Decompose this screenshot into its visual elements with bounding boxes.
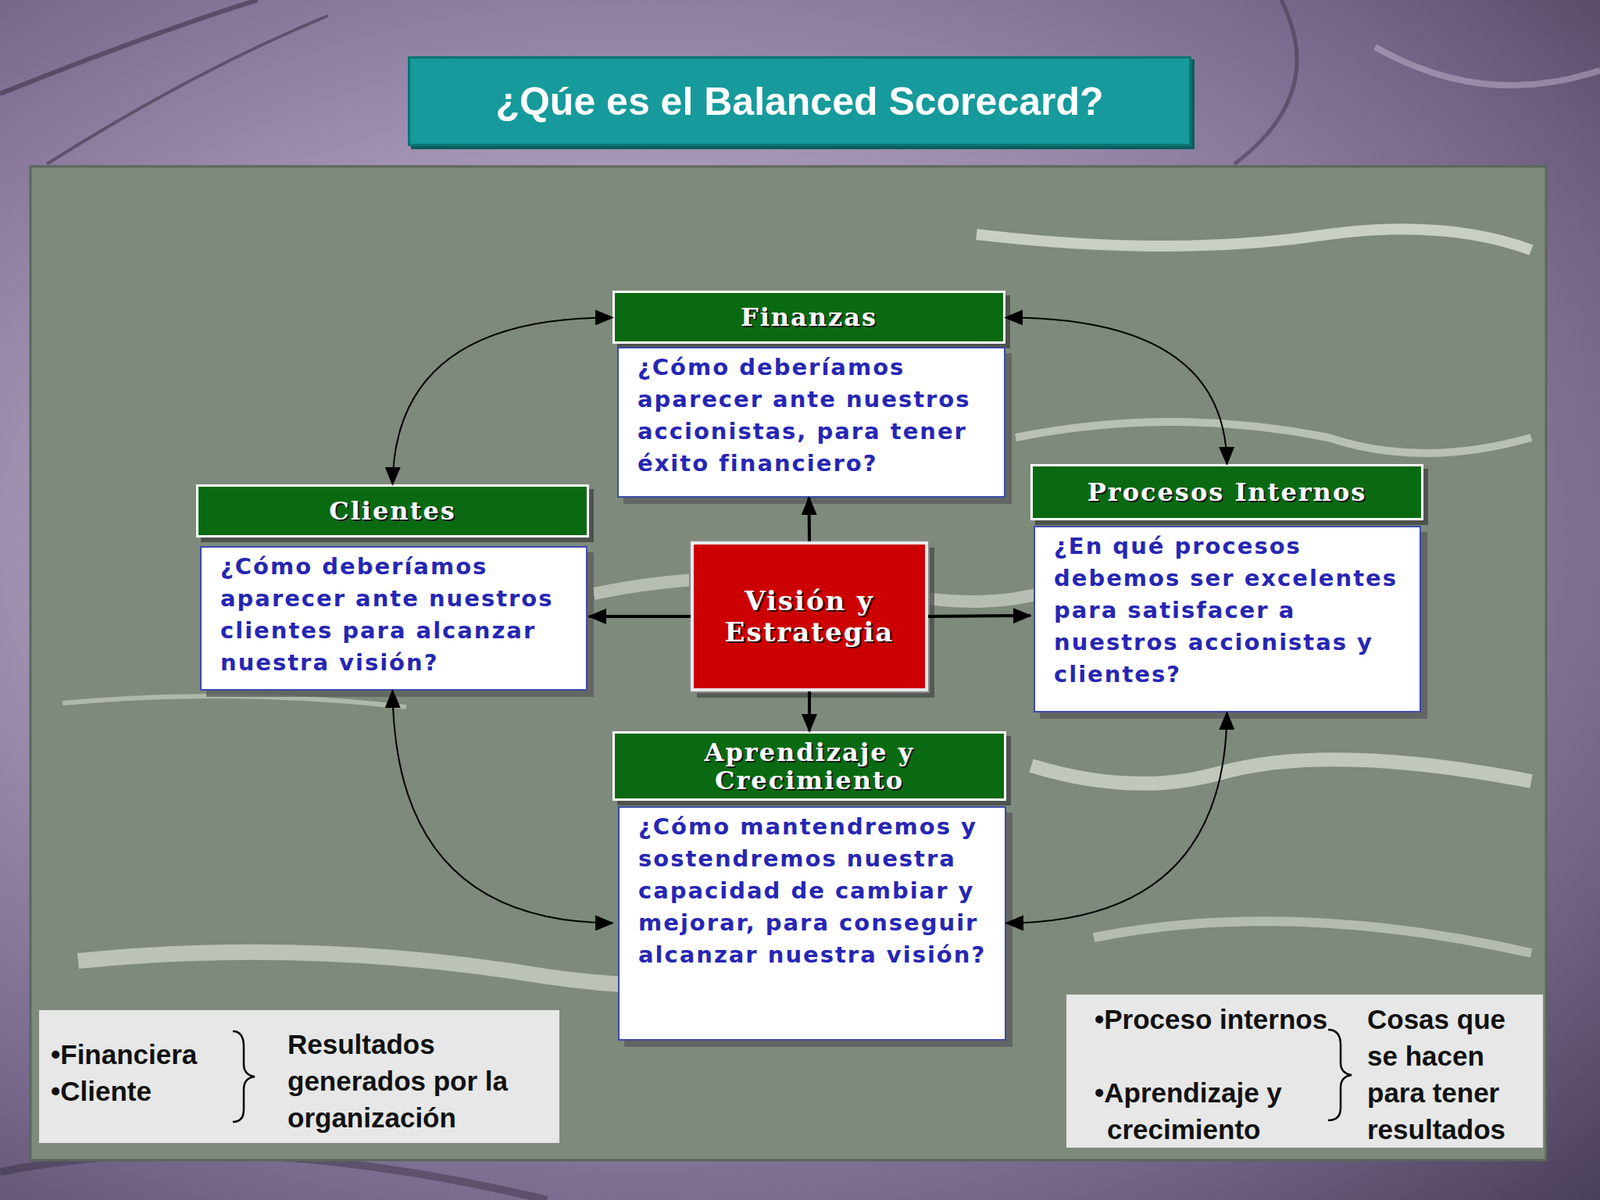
panel-streak (976, 228, 1532, 250)
question-box: ¿Cómo deberíamos aparecer ante nuestros … (200, 546, 588, 691)
question-text: ¿Cómo deberíamos aparecer ante nuestros … (637, 351, 1000, 480)
question-box: ¿En qué procesos debemos ser excelentes … (1033, 525, 1422, 713)
perspective-title: Aprendizaje y Crecimiento (614, 738, 1004, 795)
header-band: Clientes (196, 484, 590, 538)
cycle-arrow (392, 317, 614, 485)
header-band: Procesos Internos (1030, 464, 1424, 521)
strategy-arrow (807, 691, 811, 732)
cycle-arrow (392, 690, 614, 924)
panel-streak (62, 696, 407, 708)
note-text: Cosas que se hacen para tener resultados (1367, 1000, 1541, 1148)
perspective-title: Clientes (328, 496, 457, 525)
perspective-box: Clientes ¿Cómo deberíamos aparecer ante n… (196, 484, 590, 691)
perspective-box: Procesos Internos ¿En qué procesos debemo… (1030, 464, 1424, 713)
panel-streak (1093, 921, 1532, 954)
bullet-item: •Cliente (50, 1072, 247, 1110)
vision-box: Visión y Estrategia (690, 541, 929, 692)
decor-stroke (1234, 0, 1297, 165)
strategy-arrow (589, 614, 691, 618)
title-text: ¿Qúe es el Balanced Scorecard? (495, 78, 1104, 125)
vision-label-group: Visión y Estrategia (700, 585, 919, 648)
perspective-title: Finanzas (740, 303, 878, 332)
cycle-arrow (1005, 317, 1228, 465)
question-box: ¿Cómo deberíamos aparecer ante nuestros … (617, 346, 1006, 498)
note-box: •Proceso internos •Aprendizaje y crecimie… (1066, 994, 1543, 1148)
panel-streak (1031, 759, 1532, 784)
strategy-arrow (807, 497, 812, 542)
bullet-item: •Aprendizaje y crecimiento (1094, 1074, 1342, 1148)
question-box: ¿Cómo mantendremos y sostendremos nuestr… (617, 806, 1007, 1041)
decor-stroke (46, 15, 329, 165)
question-text: ¿Cómo mantendremos y sostendremos nuestr… (638, 810, 1000, 972)
note-text: Resultados generados por la organización (287, 1025, 558, 1136)
strategy-arrow (928, 615, 1031, 617)
cycle-arrow (1006, 712, 1228, 924)
panel-streak (1015, 421, 1532, 454)
bullet-item: •Proceso internos (1094, 1000, 1342, 1038)
decor-stroke (0, 0, 258, 94)
question-text: ¿Cómo deberíamos aparecer ante nuestros … (220, 550, 582, 679)
title-banner: ¿Qúe es el Balanced Scorecard? (407, 56, 1192, 147)
decor-stroke (1375, 46, 1600, 86)
perspective-box: Finanzas ¿Cómo deberíamos aparecer ante n… (612, 290, 1006, 498)
perspective-title: Procesos Internos (1087, 478, 1367, 507)
content-panel (30, 166, 1547, 1161)
bullet-item: •Financiera (50, 1035, 247, 1073)
vision-text: Visión y Estrategia (700, 585, 919, 648)
perspective-box: Aprendizaje y Crecimiento ¿Cómo mantendre… (612, 731, 1007, 1041)
header-band: Aprendizaje y Crecimiento (612, 731, 1007, 801)
header-band: Finanzas (612, 290, 1006, 344)
question-text: ¿En qué procesos debemos ser excelentes … (1053, 530, 1415, 691)
note-box: •Financiera•Cliente Resultados generados … (39, 1010, 560, 1143)
